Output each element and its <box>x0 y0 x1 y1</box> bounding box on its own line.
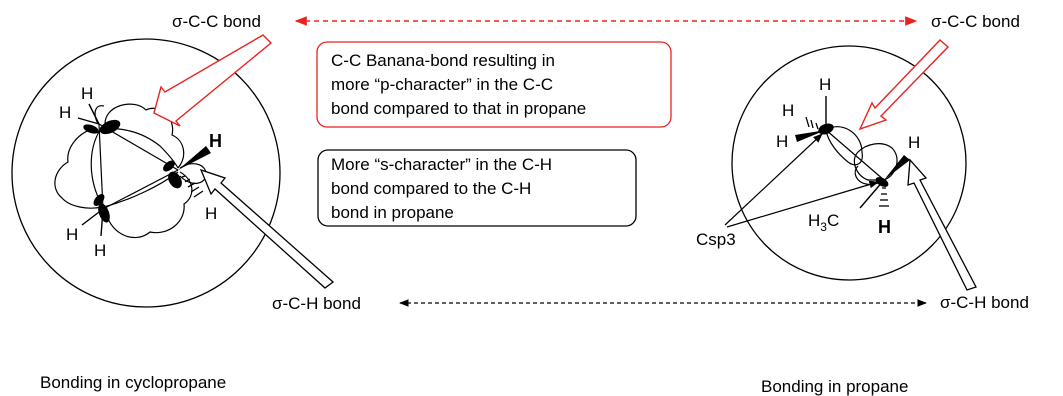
csp3-label: Csp3 <box>696 230 736 249</box>
h-atom-c2-lower: H <box>205 204 217 223</box>
h-atom-right-bold: H <box>878 217 891 237</box>
c3-filled-lobe-a <box>98 203 110 223</box>
caption-propane: Bonding in propane <box>761 377 908 396</box>
s-character-note-line-3: bond in propane <box>331 203 454 222</box>
cyclopropane-filled-lobes <box>83 119 182 223</box>
h-atom-right-wedge: H <box>908 133 920 152</box>
c1-filled-lobe-a <box>99 119 121 135</box>
cyclopropane-orbital-lobes <box>54 103 207 239</box>
h-atom-c1-top: H <box>81 84 93 103</box>
bottom-bond-lobe-outer <box>105 171 193 239</box>
c1-h-left-bond <box>77 117 100 125</box>
cc-bond-pointer-arrow-left <box>153 34 273 127</box>
h-atom-c3-bottom: H <box>94 241 106 260</box>
propane-diagram: H H H H H H3C <box>731 45 967 281</box>
c2-filled-lobe-b <box>163 160 175 172</box>
banana-bond-note-line-3: bond compared to that in propane <box>331 99 586 118</box>
cyclopropane-ch-bonds <box>77 103 104 237</box>
c1-h-top-bond <box>88 103 100 125</box>
sigma-cc-label-left: σ-C-C bond <box>172 12 261 31</box>
s-character-note-box <box>317 149 637 227</box>
s-character-note-line-2: bond compared to the C-H <box>331 179 531 198</box>
cyclopropane-circle <box>11 38 281 308</box>
cyclopropane-diagram: H H H H H H <box>11 38 281 308</box>
ring-bond-c3-c2 <box>102 169 179 210</box>
banana-bond-note-line-1: C-C Banana-bond resulting in <box>331 51 555 70</box>
propane-cc-bond <box>825 129 885 181</box>
propane-circle <box>731 45 967 281</box>
left-bond-lobe-outer <box>54 127 103 209</box>
c1-back-lobe <box>94 105 105 125</box>
propane-orbital-lobes <box>825 126 898 186</box>
ch-bond-pointer-arrow-left <box>199 168 335 289</box>
h-atom-left-top: H <box>819 75 831 94</box>
s-character-note-line-1: More “s-character” in the C-H <box>331 155 552 174</box>
c3-h-left-bond <box>81 208 104 226</box>
c2-h-hashed-bond <box>181 175 204 198</box>
banana-bond-note-line-2: more “p-character” in the C-C <box>331 75 553 94</box>
c-right-h-hashed-bond <box>879 187 889 207</box>
h3c-group-label: H3C <box>808 211 839 234</box>
c2-filled-lobe-a <box>168 171 182 189</box>
c-right-h-wedge-bond <box>884 155 910 180</box>
c2-h-wedge-bond <box>178 146 211 170</box>
cc-bond-pointer-arrow-right <box>858 39 950 131</box>
c-right-ch3-bond <box>859 179 885 209</box>
c1-filled-lobe-b <box>83 124 99 134</box>
h-atom-c1-left: H <box>59 103 71 122</box>
left-sp3-lobe <box>825 126 863 166</box>
caption-cyclopropane: Bonding in cyclopropane <box>40 373 226 392</box>
c-left-h-wedge-bond <box>795 130 826 142</box>
h-atom-c3-left: H <box>66 225 78 244</box>
sigma-cc-label-right: σ-C-C bond <box>931 12 1020 31</box>
top-bond-lobe-inner <box>99 127 179 169</box>
h-atom-left-hashed: H <box>782 101 794 120</box>
c-left-h-hashed-bond <box>805 116 823 131</box>
ch-bond-pointer-arrow-right <box>907 158 977 291</box>
c3-h-bottom-bond <box>100 208 104 237</box>
csp3-pointer-to-left-carbon <box>724 133 823 226</box>
h-atom-left-wedge: H <box>776 132 788 151</box>
banana-bond-note-box <box>316 41 672 128</box>
h-atom-c2-bold: H <box>209 131 222 151</box>
csp3-pointer-to-right-carbon <box>726 180 879 228</box>
sigma-ch-label-left: σ-C-H bond <box>272 294 361 313</box>
c3-filled-lobe-b <box>93 194 105 206</box>
sigma-ch-label-right: σ-C-H bond <box>940 293 1029 312</box>
